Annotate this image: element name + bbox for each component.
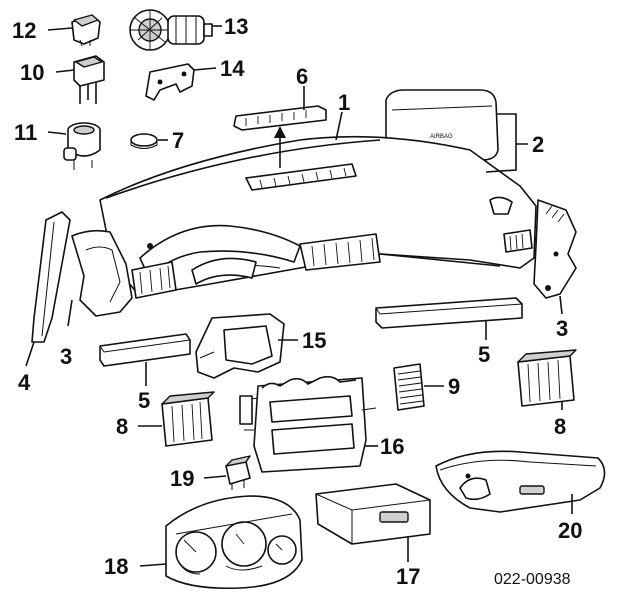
part-11-socket	[63, 122, 101, 170]
document-number: 022-00938	[494, 571, 571, 588]
callout-5-right: 5	[478, 342, 490, 367]
part-13-blower-motor	[129, 9, 213, 51]
part-5-left-strip	[99, 333, 191, 367]
callout-15: 15	[302, 328, 326, 353]
callout-14: 14	[220, 56, 245, 81]
callout-1: 1	[338, 90, 350, 115]
part-16-console-frame	[239, 375, 377, 473]
callout-6: 6	[296, 64, 308, 89]
callout-18: 18	[104, 554, 128, 579]
part-12-plug	[71, 14, 101, 47]
leader-lines	[25, 25, 573, 567]
part-7-disc	[130, 133, 158, 149]
callout-12: 12	[12, 18, 36, 43]
part-9-vent	[393, 363, 425, 411]
callout-4: 4	[18, 370, 31, 395]
part-17-storage-tray	[315, 483, 431, 545]
part-6-vent-strip	[233, 105, 327, 131]
callout-numbers: 12 13 10 14 6 1 2 11 7 3 4 3 5 5 15 9 8 …	[12, 14, 582, 589]
callout-19: 19	[170, 466, 194, 491]
part-1-dashboard-panel	[99, 126, 537, 299]
part-19-connector	[225, 455, 251, 490]
callout-5-left: 5	[138, 388, 150, 413]
part-15-cluster-bezel	[195, 313, 285, 379]
callout-2: 2	[532, 132, 544, 157]
callout-17: 17	[396, 564, 420, 589]
callout-10: 10	[20, 60, 44, 85]
part-10-switch	[73, 55, 105, 104]
part-20-glove-box	[435, 450, 606, 513]
callout-8-right: 8	[554, 414, 566, 439]
callout-3-right: 3	[556, 316, 568, 341]
part-5-right-strip	[375, 297, 523, 329]
callout-13: 13	[224, 14, 248, 39]
part-18-instrument-cluster	[165, 495, 303, 590]
callout-7: 7	[172, 128, 184, 153]
part-4-pillar-strip	[31, 211, 71, 343]
part-14-bracket	[145, 63, 195, 101]
callout-3-left: 3	[60, 344, 72, 369]
part-8-right-vent	[517, 349, 577, 407]
callout-16: 16	[380, 434, 404, 459]
airbag-label: AIRBAG	[430, 134, 453, 140]
callout-9: 9	[448, 374, 460, 399]
part-3-left-trim	[71, 229, 133, 317]
callout-8-left: 8	[116, 414, 128, 439]
part-8-left-vent	[161, 391, 215, 447]
callout-20: 20	[558, 518, 582, 543]
part-3-right-trim	[533, 199, 577, 299]
callout-11: 11	[14, 120, 37, 145]
